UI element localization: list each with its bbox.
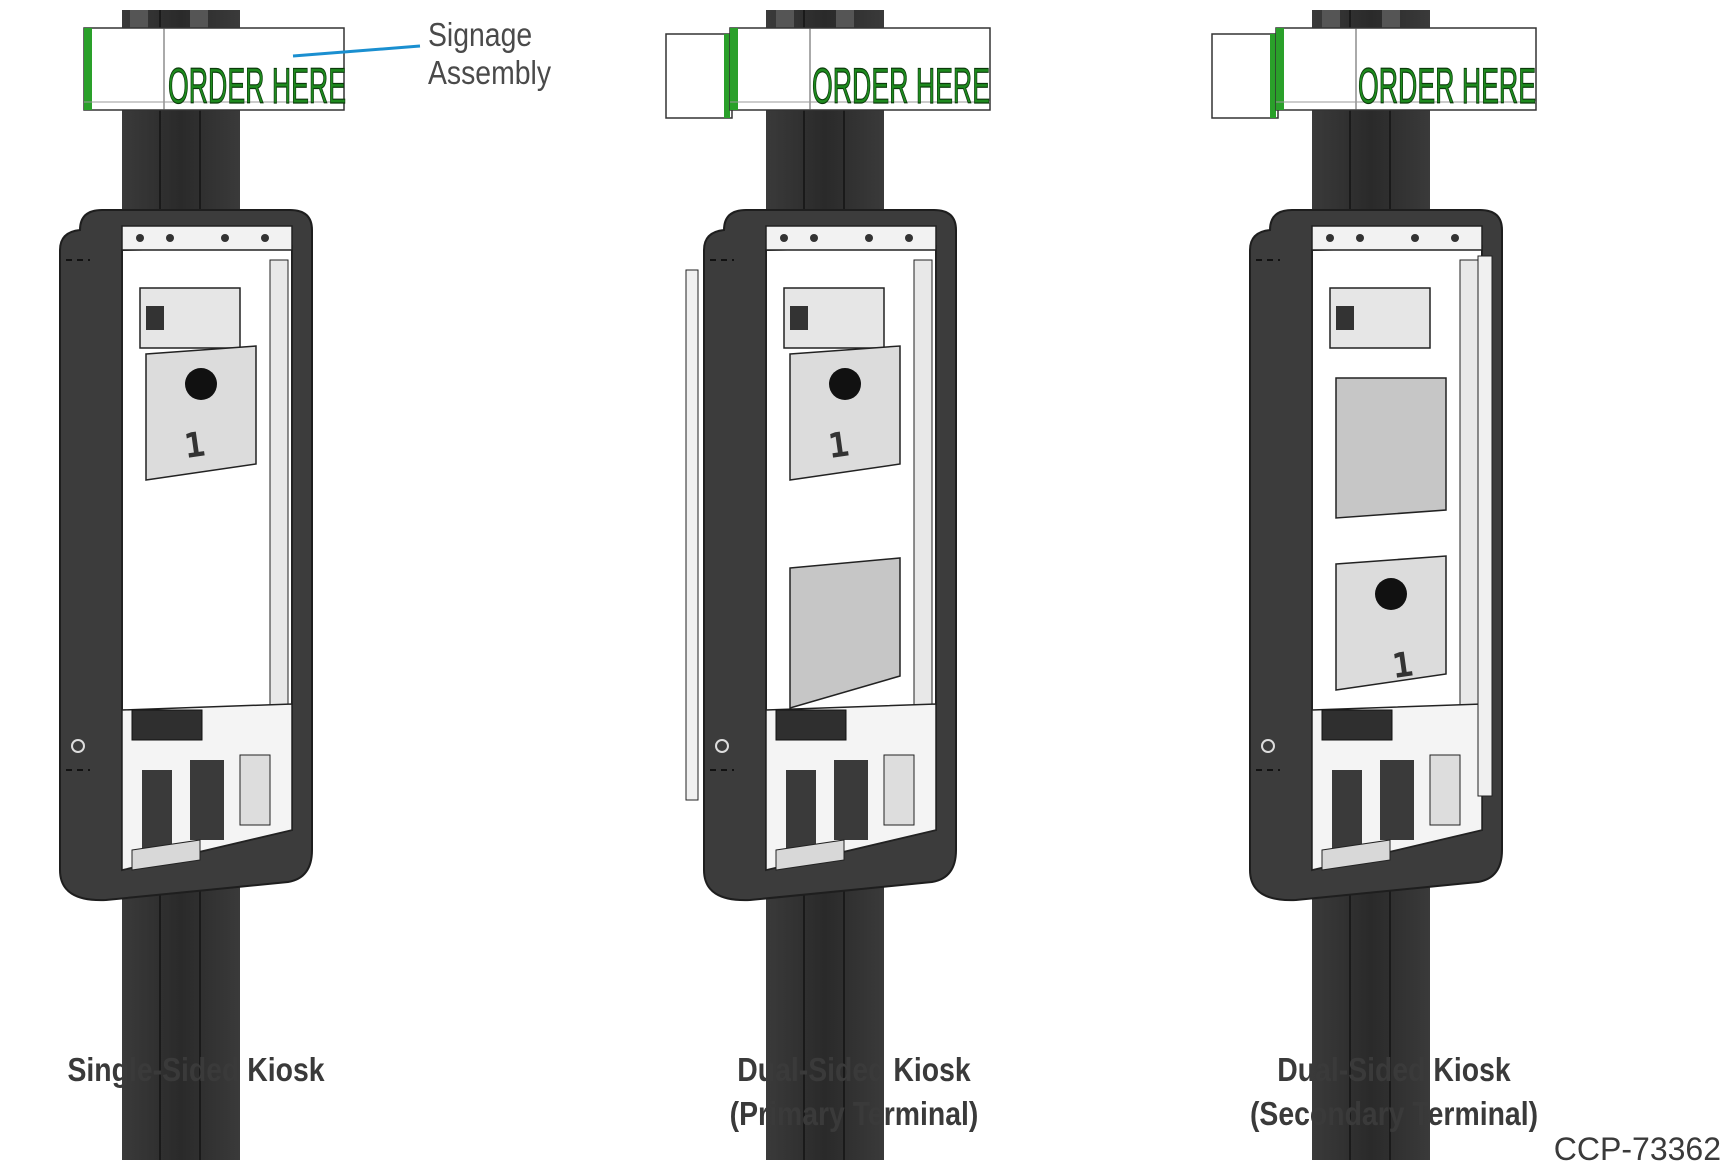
caption-line2: (Primary Terminal): [729, 1095, 979, 1132]
caption-single-sided: Single-Sided Kiosk: [67, 1048, 325, 1092]
callout-label: Signage Assembly: [428, 16, 551, 92]
caption-line1: Dual-Sided Kiosk: [737, 1051, 971, 1088]
kiosk-frame: 1: [1249, 9, 1503, 1161]
caption-line1: Dual-Sided Kiosk: [1277, 1051, 1511, 1088]
pc-module: 1: [1335, 555, 1447, 691]
signage-assembly: ORDER HERE: [83, 10, 347, 115]
signage-assembly: ORDER HERE: [1211, 10, 1537, 119]
pc-module: 1: [145, 345, 257, 481]
figure-id: CCP-73362: [1553, 1131, 1721, 1167]
caption-dual-primary: Dual-Sided Kiosk (Primary Terminal): [699, 1048, 1009, 1136]
callout-leader-line: [292, 44, 421, 58]
pc-module: 1: [789, 345, 901, 481]
caption-dual-secondary: Dual-Sided Kiosk (Secondary Terminal): [1222, 1048, 1566, 1136]
sign-text: ORDER HERE: [1358, 58, 1536, 114]
panel-dual-secondary: 1 ORDER HERE: [1211, 9, 1537, 1161]
caption-line2: (Secondary Terminal): [1249, 1095, 1539, 1132]
panel-single-sided: 1 ORDER HERE: [59, 9, 421, 1161]
blank-plate: [1335, 377, 1447, 519]
callout-line1: Signage: [428, 16, 533, 53]
panel-dual-primary: 1 ORDER HERE: [665, 9, 991, 1161]
kiosk-frame: 1: [685, 9, 957, 1161]
kiosk-frame: 1: [59, 9, 313, 1161]
caption-line1: Single-Sided Kiosk: [67, 1051, 325, 1088]
sign-text: ORDER HERE: [812, 58, 990, 114]
sign-text: ORDER HERE: [168, 58, 346, 114]
callout-line2: Assembly: [428, 54, 552, 91]
signage-assembly: ORDER HERE: [665, 10, 991, 119]
